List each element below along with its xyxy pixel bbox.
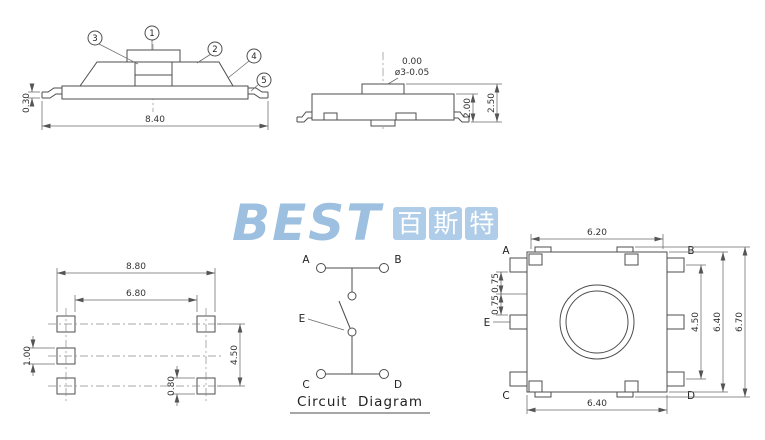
dim-outer-span: 8.80 (126, 262, 146, 272)
pin-a (509, 257, 528, 273)
node-b-terminal (379, 263, 389, 273)
watermark-chinese: 百斯特 (390, 206, 499, 240)
dim-pin-offset-2: 0.75 (491, 295, 501, 315)
footprint-view: 8.80 6.80 1.00 4.50 0.80 (23, 262, 245, 406)
left-lead (42, 87, 62, 93)
node-a-label: A (302, 254, 310, 266)
moving-contact (347, 327, 357, 337)
pin-d (666, 371, 685, 387)
dim-pin-offset-1: 0.75 (491, 273, 501, 293)
watermark-char-1: 百 (393, 206, 427, 240)
dim-actuator-tol-upper: 0.00 (402, 57, 422, 67)
pin-c-label: C (502, 390, 509, 402)
callout-1-balloon (144, 25, 160, 41)
switch-body (526, 251, 668, 393)
callout-1-number: 1 (149, 29, 154, 39)
dim-total-height: 2.50 (487, 93, 497, 113)
dim-bottom-width: 6.40 (587, 399, 607, 409)
callout-2-number: 2 (212, 45, 217, 55)
callout-5-number: 5 (261, 76, 266, 86)
actuator (361, 83, 405, 95)
fixed-contact (347, 291, 357, 301)
front-view: 0.00 ø3-0.05 2.00 2.50 (296, 52, 502, 132)
node-c-terminal (316, 369, 326, 379)
switch-arm (338, 300, 351, 329)
pin-b (666, 257, 685, 273)
base (61, 85, 249, 100)
actuator (126, 49, 181, 63)
callout-2-balloon (207, 41, 223, 57)
terminal (323, 112, 338, 121)
corner-post (624, 253, 639, 266)
callout-3-balloon (87, 30, 103, 46)
dim-body-height: 2.00 (463, 98, 473, 118)
callout-4-balloon (246, 48, 262, 64)
button-inner-circle (565, 290, 629, 354)
cover (79, 61, 234, 87)
right-lead (248, 87, 268, 93)
pin-a-label: A (502, 245, 510, 257)
top-view: A B E C D 6.20 6.40 4.50 6.40 (484, 228, 750, 414)
corner-tab (616, 246, 634, 253)
center-boss (370, 119, 396, 127)
left-foot (297, 111, 312, 118)
callout-4-number: 4 (251, 52, 256, 62)
pin-c (509, 371, 528, 387)
circuit-diagram-title: Circuit Diagram (297, 394, 423, 410)
callout-3-number: 3 (92, 34, 97, 44)
dim-lead-thickness: 0.30 (22, 93, 32, 113)
pin-e (509, 314, 528, 330)
watermark-char-3: 特 (465, 206, 499, 240)
dim-body-height: 6.40 (713, 312, 723, 332)
side-section-view: 3 1 2 4 5 8.40 0.30 (22, 25, 272, 130)
dim-pad-height-small: 0.80 (167, 376, 177, 396)
terminal (395, 112, 417, 121)
corner-tab (534, 246, 552, 253)
corner-tab (616, 391, 634, 398)
node-d-label: D (394, 379, 402, 391)
watermark-char-2: 斯 (429, 206, 463, 240)
node-d-terminal (379, 369, 389, 379)
right-foot (454, 111, 469, 118)
corner-post (528, 253, 543, 266)
dim-total-height: 6.70 (735, 312, 745, 332)
callout-5-balloon (256, 72, 272, 88)
node-a-terminal (316, 263, 326, 273)
watermark: BEST 百斯特 (232, 194, 499, 252)
pin-e-label: E (484, 317, 491, 329)
circuit-diagram: A B E C D Circuit Diagram (290, 254, 430, 414)
corner-post (624, 380, 639, 393)
button-outer-circle (559, 284, 635, 360)
dim-row-span: 4.50 (230, 345, 240, 365)
corner-post (528, 380, 543, 393)
corner-tab (534, 391, 552, 398)
dim-top-width: 6.20 (587, 228, 607, 238)
node-c-label: C (302, 379, 309, 391)
watermark-best-logo: BEST (232, 194, 383, 252)
dim-side-width: 8.40 (145, 115, 165, 125)
node-e-label: E (299, 313, 306, 325)
dim-actuator-diameter: ø3-0.05 (395, 68, 430, 78)
dim-inner-span: 6.80 (126, 289, 146, 299)
pin-d-label: D (687, 390, 695, 402)
pin-b-label: B (687, 245, 694, 257)
dim-pin-span: 4.50 (691, 312, 701, 332)
dim-pad-height: 1.00 (23, 346, 33, 366)
node-b-label: B (394, 254, 401, 266)
pin-mid-right (666, 314, 685, 330)
